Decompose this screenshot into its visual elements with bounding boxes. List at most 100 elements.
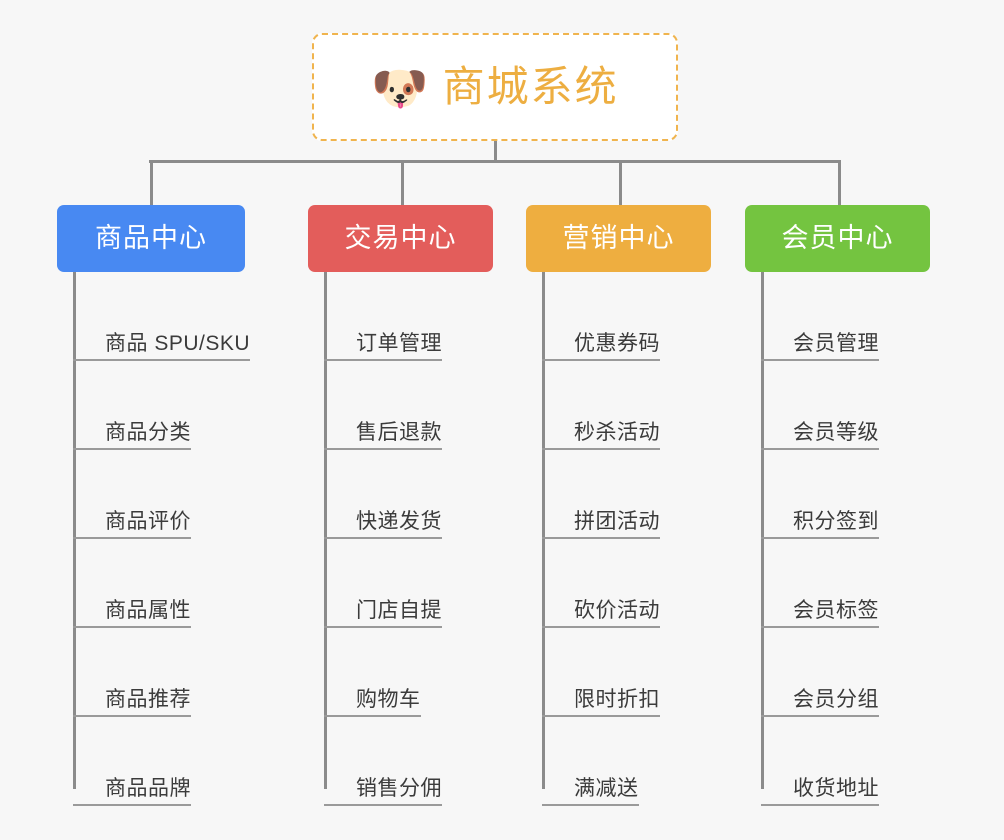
leaf-label: 门店自提 <box>356 599 442 622</box>
leaf-label: 销售分佣 <box>356 777 442 800</box>
leaf-rail <box>73 272 76 789</box>
leaf-item[interactable]: 售后退款 <box>308 361 493 450</box>
leaf-item[interactable]: 满减送 <box>526 717 711 806</box>
leaf-underline: 订单管理 <box>324 333 442 361</box>
leaf-item[interactable]: 商品属性 <box>57 539 245 628</box>
category-label: 营销中心 <box>562 223 675 253</box>
leaf-rail <box>324 272 327 789</box>
leaf-item[interactable]: 会员管理 <box>745 272 930 361</box>
leaf-rail <box>761 272 764 789</box>
leaf-item[interactable]: 门店自提 <box>308 539 493 628</box>
category-box-marketing-center[interactable]: 营销中心 <box>526 205 711 272</box>
leaf-item[interactable]: 购物车 <box>308 628 493 717</box>
leaf-list-marketing-center: 优惠券码秒杀活动拼团活动砍价活动限时折扣满减送 <box>526 272 711 806</box>
leaf-item[interactable]: 商品评价 <box>57 450 245 539</box>
connector-stem-product-center <box>150 160 153 206</box>
leaf-underline: 秒杀活动 <box>542 422 660 450</box>
leaf-underline: 满减送 <box>542 778 639 806</box>
leaf-label: 满减送 <box>574 777 639 800</box>
root-node[interactable]: 🐶 商城系统 <box>312 33 678 141</box>
leaf-label: 商品 SPU/SKU <box>105 332 251 355</box>
leaf-underline: 门店自提 <box>324 600 442 628</box>
leaf-item[interactable]: 限时折扣 <box>526 628 711 717</box>
category-label: 商品中心 <box>95 223 207 253</box>
leaf-item[interactable]: 商品推荐 <box>57 628 245 717</box>
leaf-item[interactable]: 商品 SPU/SKU <box>57 272 251 361</box>
leaf-underline: 售后退款 <box>324 422 442 450</box>
leaf-label: 商品属性 <box>105 599 191 622</box>
category-box-product-center[interactable]: 商品中心 <box>57 205 245 272</box>
leaf-underline: 优惠券码 <box>542 333 660 361</box>
column-marketing-center: 营销中心优惠券码秒杀活动拼团活动砍价活动限时折扣满减送 <box>526 205 711 806</box>
leaf-label: 积分签到 <box>793 510 879 533</box>
leaf-underline: 限时折扣 <box>542 689 660 717</box>
category-label: 交易中心 <box>344 223 457 253</box>
leaf-list-product-center: 商品 SPU/SKU 商品分类商品评价商品属性商品推荐商品品牌 <box>57 272 251 806</box>
leaf-item[interactable]: 订单管理 <box>308 272 493 361</box>
column-trade-center: 交易中心订单管理售后退款快递发货门店自提购物车销售分佣 <box>308 205 493 806</box>
leaf-label: 会员管理 <box>793 332 879 355</box>
leaf-item[interactable]: 收货地址 <box>745 717 930 806</box>
category-box-member-center[interactable]: 会员中心 <box>745 205 930 272</box>
connector-stem-marketing-center <box>619 160 622 206</box>
leaf-label: 商品推荐 <box>105 688 191 711</box>
leaf-list-member-center: 会员管理会员等级积分签到会员标签会员分组收货地址 <box>745 272 930 806</box>
connector-stem-member-center <box>838 160 841 206</box>
leaf-item[interactable]: 拼团活动 <box>526 450 711 539</box>
leaf-underline: 购物车 <box>324 689 421 717</box>
leaf-underline: 商品评价 <box>73 511 191 539</box>
leaf-label: 收货地址 <box>793 777 879 800</box>
connector-root-stem <box>494 141 497 162</box>
leaf-label: 商品评价 <box>105 510 191 533</box>
leaf-label: 砍价活动 <box>574 599 660 622</box>
leaf-underline: 积分签到 <box>761 511 879 539</box>
leaf-label: 会员等级 <box>793 421 879 444</box>
leaf-item[interactable]: 秒杀活动 <box>526 361 711 450</box>
leaf-rail <box>542 272 545 789</box>
leaf-item[interactable]: 销售分佣 <box>308 717 493 806</box>
leaf-item[interactable]: 商品分类 <box>57 361 245 450</box>
leaf-item[interactable]: 砍价活动 <box>526 539 711 628</box>
column-product-center: 商品中心商品 SPU/SKU 商品分类商品评价商品属性商品推荐商品品牌 <box>57 205 251 806</box>
connector-stem-trade-center <box>401 160 404 206</box>
leaf-label: 快递发货 <box>356 510 442 533</box>
category-box-trade-center[interactable]: 交易中心 <box>308 205 493 272</box>
leaf-item[interactable]: 会员分组 <box>745 628 930 717</box>
leaf-label: 购物车 <box>356 688 421 711</box>
leaf-label: 会员分组 <box>793 688 879 711</box>
category-label: 会员中心 <box>781 223 894 253</box>
leaf-label: 会员标签 <box>793 599 879 622</box>
leaf-underline: 收货地址 <box>761 778 879 806</box>
leaf-underline: 商品分类 <box>73 422 191 450</box>
leaf-underline: 砍价活动 <box>542 600 660 628</box>
leaf-underline: 会员分组 <box>761 689 879 717</box>
leaf-label: 商品分类 <box>105 421 191 444</box>
leaf-label: 优惠券码 <box>574 332 660 355</box>
leaf-item[interactable]: 快递发货 <box>308 450 493 539</box>
leaf-underline: 拼团活动 <box>542 511 660 539</box>
leaf-item[interactable]: 积分签到 <box>745 450 930 539</box>
leaf-underline: 商品 SPU/SKU <box>73 332 251 361</box>
leaf-list-trade-center: 订单管理售后退款快递发货门店自提购物车销售分佣 <box>308 272 493 806</box>
leaf-underline: 会员管理 <box>761 333 879 361</box>
connector-horizontal-bus <box>149 160 839 163</box>
leaf-label: 限时折扣 <box>574 688 660 711</box>
leaf-item[interactable]: 会员标签 <box>745 539 930 628</box>
leaf-underline: 快递发货 <box>324 511 442 539</box>
leaf-underline: 销售分佣 <box>324 778 442 806</box>
leaf-item[interactable]: 优惠券码 <box>526 272 711 361</box>
leaf-label: 拼团活动 <box>574 510 660 533</box>
dog-face-icon: 🐶 <box>371 61 429 115</box>
leaf-underline: 商品品牌 <box>73 778 191 806</box>
leaf-underline: 会员等级 <box>761 422 879 450</box>
root-title: 商城系统 <box>442 63 619 110</box>
leaf-label: 售后退款 <box>356 421 442 444</box>
leaf-item[interactable]: 商品品牌 <box>57 717 245 806</box>
leaf-label: 秒杀活动 <box>574 421 660 444</box>
column-member-center: 会员中心会员管理会员等级积分签到会员标签会员分组收货地址 <box>745 205 930 806</box>
leaf-underline: 商品推荐 <box>73 689 191 717</box>
leaf-label: 商品品牌 <box>105 777 191 800</box>
leaf-item[interactable]: 会员等级 <box>745 361 930 450</box>
leaf-label: 订单管理 <box>356 332 442 355</box>
